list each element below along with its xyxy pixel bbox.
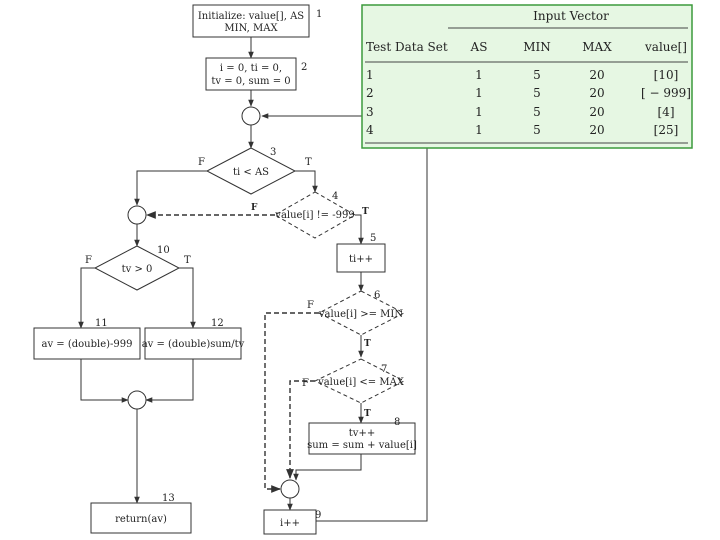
table-group-header: Input Vector	[533, 9, 609, 23]
node-7-number: 7	[381, 364, 387, 375]
node-10-number: 10	[157, 245, 170, 256]
merge-node-top	[241, 106, 261, 126]
table-cell: 5	[533, 123, 541, 137]
node-2-number: 2	[301, 62, 307, 73]
node-11	[33, 327, 141, 360]
node-8-number: 8	[394, 417, 400, 428]
edge-12-to-merge	[145, 359, 194, 403]
table-cell: 20	[589, 123, 604, 137]
node-6-number: 6	[374, 290, 380, 301]
table-cell: 20	[589, 68, 604, 82]
merge-node-bottom-right	[280, 479, 300, 499]
col-header-test-data-set: Test Data Set	[366, 40, 448, 54]
node-13-label: return(av)	[115, 514, 167, 525]
node-9-label: i++	[280, 518, 300, 529]
node-7-true-label: T	[364, 409, 371, 419]
table-cell: 4	[366, 123, 374, 137]
table-cell: [ − 999]	[641, 86, 691, 100]
edge-11-to-merge	[80, 359, 129, 403]
node-13-number: 13	[162, 493, 175, 504]
edge-10-false	[78, 267, 95, 329]
node-10-false-label: F	[85, 255, 92, 266]
table-cell: 1	[475, 68, 483, 82]
node-4-number: 4	[332, 191, 338, 202]
table-cell: 3	[366, 105, 374, 119]
node-3-false-label: F	[198, 157, 205, 168]
edge-6-false	[264, 312, 319, 493]
merge-node-left	[127, 205, 147, 225]
table-panel	[361, 4, 693, 149]
col-header-min: MIN	[523, 40, 551, 54]
node-9-number: 9	[315, 510, 321, 521]
node-9	[263, 509, 317, 535]
node-11-label: av = (double)-999	[42, 339, 133, 350]
node-4-false-label: F	[251, 203, 258, 213]
flowchart-edges	[78, 37, 428, 522]
edge-3-false	[134, 170, 207, 206]
col-header-as: AS	[470, 40, 488, 54]
node-3-label: ti < AS	[233, 167, 269, 178]
edge-7-false	[286, 380, 315, 479]
table-cell: 20	[589, 86, 604, 100]
table-cell: 20	[589, 105, 604, 119]
table-cell: 1	[475, 86, 483, 100]
node-1-line1: Initialize: value[], AS	[198, 11, 304, 22]
node-1	[192, 4, 310, 38]
table-cell: 5	[533, 86, 541, 100]
table-cell: 1	[475, 123, 483, 137]
table-cell: [10]	[654, 68, 679, 82]
table-cell: 5	[533, 105, 541, 119]
node-6-label: value[i] >= MIN	[318, 309, 403, 320]
node-4-decision	[273, 191, 357, 239]
table-cell: [4]	[658, 105, 675, 119]
table-cell: 1	[475, 105, 483, 119]
node-13	[90, 502, 192, 534]
node-5-label: ti++	[349, 254, 373, 265]
node-1-number: 1	[316, 9, 322, 20]
table-cell: [25]	[654, 123, 679, 137]
table-cell: 2	[366, 86, 374, 100]
node-8-line1: tv++	[349, 428, 375, 439]
node-5	[336, 243, 386, 273]
node-3-decision	[205, 147, 297, 195]
node-3-number: 3	[270, 147, 276, 158]
node-8	[308, 422, 416, 455]
node-12-number: 12	[211, 318, 224, 329]
node-12	[144, 327, 242, 360]
table-cell: 5	[533, 68, 541, 82]
node-4-label: value[i] != -999	[274, 210, 354, 221]
node-7-false-label: F	[302, 378, 309, 389]
edge-8-to-merge	[293, 454, 362, 481]
edge-4-true	[355, 214, 364, 245]
node-6-false-label: F	[307, 300, 314, 311]
node-10-decision	[93, 245, 181, 291]
node-4-true-label: T	[362, 207, 369, 217]
node-5-number: 5	[370, 233, 376, 244]
edge-10-true	[179, 267, 196, 329]
node-7-label: value[i] <= MAX	[317, 377, 405, 388]
col-header-value: value[]	[644, 40, 687, 54]
edge-3-true	[295, 170, 318, 193]
node-6-true-label: T	[364, 339, 371, 349]
node-11-number: 11	[95, 318, 108, 329]
node-8-line2: sum = sum + value[i]	[307, 440, 417, 451]
edge-loop-back	[261, 113, 428, 522]
node-2-line2: tv = 0, sum = 0	[211, 76, 290, 87]
node-10-true-label: T	[184, 255, 191, 266]
node-2-line1: i = 0, ti = 0,	[220, 63, 282, 74]
node-7-decision	[313, 358, 406, 404]
col-header-max: MAX	[582, 40, 612, 54]
table-cell: 1	[366, 68, 374, 82]
node-2	[205, 57, 297, 91]
merge-node-bottom-left	[127, 390, 147, 410]
node-10-label: tv > 0	[122, 264, 153, 275]
node-3-true-label: T	[305, 157, 312, 168]
node-6-decision	[317, 290, 406, 336]
node-12-label: av = (double)sum/tv	[142, 339, 245, 350]
input-vector-table: Input Vector Test Data Set AS MIN MAX va…	[361, 4, 693, 149]
node-1-line2: MIN, MAX	[224, 23, 278, 34]
